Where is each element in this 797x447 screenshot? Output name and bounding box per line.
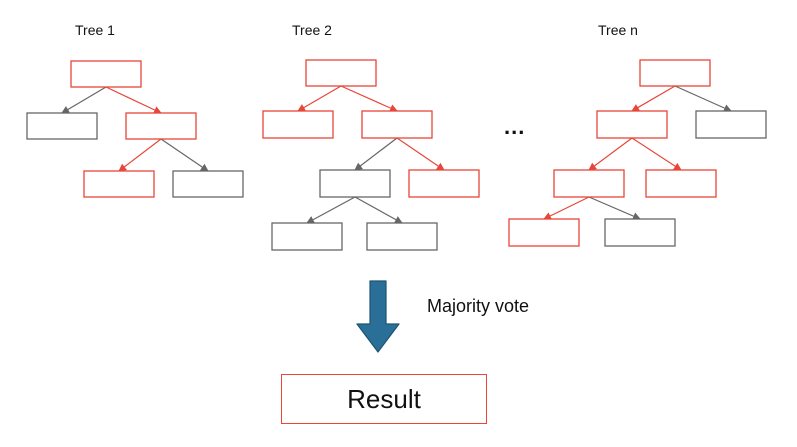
tree-node <box>319 169 391 198</box>
tree-node <box>695 110 767 139</box>
tree-node <box>553 169 625 198</box>
edge <box>340 85 398 112</box>
tree-1 <box>26 60 244 198</box>
edge <box>354 196 403 224</box>
edge <box>354 137 398 171</box>
edge <box>160 138 209 172</box>
tree-n-title: Tree n <box>598 22 638 38</box>
tree-node <box>70 60 142 88</box>
down-arrow-icon <box>356 280 400 353</box>
tree-node <box>83 170 155 198</box>
tree-2-title: Tree 2 <box>292 22 332 38</box>
tree-node <box>639 59 711 87</box>
tree-2 <box>262 59 480 251</box>
edge <box>588 137 633 171</box>
tree-node <box>125 112 197 140</box>
tree-node <box>305 59 377 87</box>
edge <box>631 85 676 112</box>
tree-node <box>366 222 438 251</box>
tree-node <box>645 169 717 198</box>
tree-node <box>262 110 334 139</box>
result-label: Result <box>347 383 421 414</box>
edge <box>631 137 682 171</box>
edge <box>674 85 732 112</box>
edge <box>118 138 162 172</box>
edge <box>543 196 590 220</box>
tree-1-title: Tree 1 <box>75 22 115 38</box>
tree-node <box>604 218 676 247</box>
ellipsis: ... <box>504 114 526 139</box>
tree-node <box>408 169 480 198</box>
majority-vote-label: Majority vote <box>427 296 530 316</box>
tree-n <box>508 59 767 247</box>
edge <box>105 86 162 114</box>
tree-node <box>26 112 98 140</box>
result-box: Result <box>281 374 487 424</box>
edge <box>396 137 445 171</box>
edge <box>297 85 342 112</box>
tree-node <box>596 110 668 139</box>
tree-node <box>271 222 343 251</box>
tree-node <box>172 170 244 198</box>
tree-node <box>508 218 580 247</box>
tree-node <box>361 110 433 139</box>
edge <box>306 196 356 224</box>
edge <box>61 86 107 114</box>
edge <box>588 196 641 220</box>
